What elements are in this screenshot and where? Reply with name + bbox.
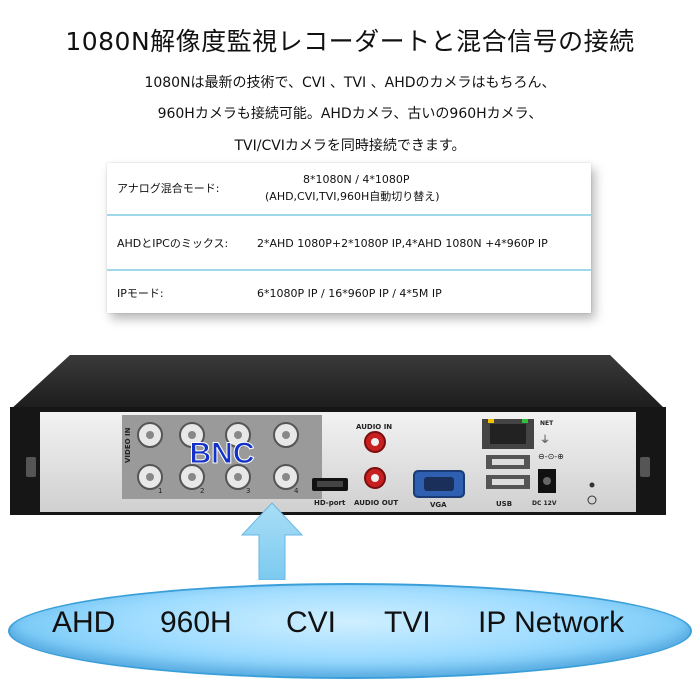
signal-label: TVI [384, 606, 431, 639]
vga-label: VGA [430, 501, 447, 509]
channel-number: 2 [200, 487, 204, 495]
row-divider [107, 214, 591, 216]
mode-value-line: (AHD,CVI,TVI,960H自動切り替え) [265, 190, 440, 203]
mode-value-line: 8*1080N / 4*1080P [303, 173, 410, 186]
ground-symbol-icon: ⏚ [540, 434, 550, 446]
page-title: 1080N解像度監視レコーダートと混合信号の接続 [65, 27, 635, 56]
description-line-2: 960Hカメラも接続可能。AHDカメラ、古いの960Hカメラ、 [157, 106, 543, 122]
video-in-label: VIDEO IN [124, 427, 132, 463]
reset-button-icon [589, 482, 595, 488]
mode-label: IPモード: [117, 287, 164, 300]
up-arrow-icon [240, 502, 304, 580]
ground-screw-icon [587, 495, 597, 505]
signal-list: AHD 960H CVI TVI IP Network [0, 606, 700, 652]
mode-row-mixed: AHDとIPCのミックス: 2*AHD 1080P+2*1080P IP,4*A… [107, 218, 591, 268]
mode-value: 8*1080N / 4*1080P (AHD,CVI,TVI,960H自動切り替… [257, 171, 591, 205]
signal-label: CVI [286, 606, 337, 639]
hd-port-label: HD-port [314, 499, 346, 507]
signal-oval [8, 583, 692, 679]
bnc-label: BNC [190, 437, 255, 470]
audio-in-label: AUDIO IN [356, 423, 392, 431]
mode-label: AHDとIPCのミックス: [117, 237, 229, 250]
mode-row-ip: IPモード: 6*1080P IP / 16*960P IP / 4*5M IP [107, 273, 591, 313]
dvr-illustration: BNC VIDEO IN 1 2 3 4 AUDIO IN AUDIO OUT … [10, 355, 666, 580]
signal-label: 960H [160, 606, 232, 639]
net-label: NET [540, 420, 554, 427]
channel-number: 1 [158, 487, 162, 495]
mode-value: 6*1080P IP / 16*960P IP / 4*5M IP [257, 286, 442, 300]
mode-table: アナログ混合モード: 8*1080N / 4*1080P (AHD,CVI,TV… [107, 163, 591, 313]
row-divider [107, 269, 591, 271]
audio-out-label: AUDIO OUT [354, 499, 398, 507]
description-line-3: TVI/CVIカメラを同時接続できます。 [234, 138, 466, 154]
description-line-1: 1080Nは最新の技術で、CVI 、TVI 、AHDのカメラはもちろん、 [144, 75, 556, 91]
dvr-top-cover [10, 355, 666, 410]
signal-label: IP Network [478, 606, 625, 639]
mode-value: 2*AHD 1080P+2*1080P IP,4*AHD 1080N +4*96… [257, 236, 548, 250]
mode-row-analog: アナログ混合モード: 8*1080N / 4*1080P (AHD,CVI,TV… [107, 163, 591, 213]
usb-label: USB [496, 500, 512, 508]
signal-label: AHD [52, 606, 116, 639]
channel-number: 4 [294, 487, 299, 495]
polarity-icon: ⊖-⊙-⊕ [538, 452, 564, 461]
channel-number: 3 [246, 487, 250, 495]
mode-label: アナログ混合モード: [117, 182, 220, 195]
dc-label: DC 12V [532, 500, 557, 507]
